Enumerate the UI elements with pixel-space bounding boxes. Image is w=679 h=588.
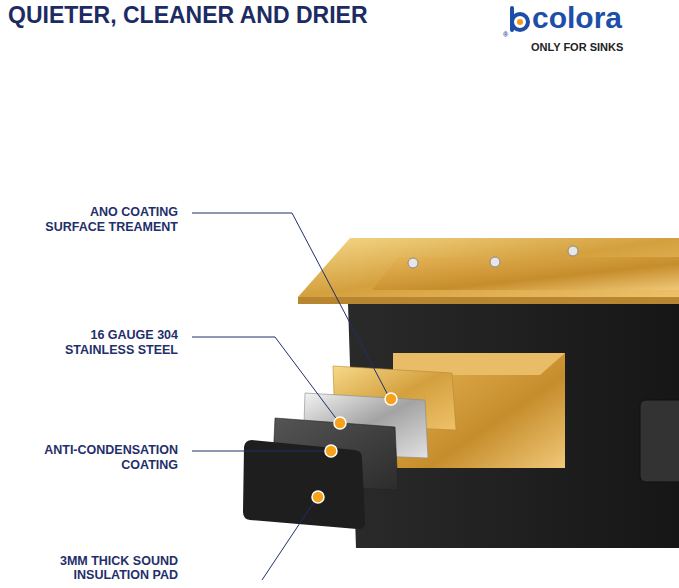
page-title: QUIETER, CLEANER AND DRIER [8,2,488,28]
layer-label: ANO COATINGSURFACE TREAMENT [8,205,178,235]
callout-dots [312,393,397,503]
registered-mark: ® [503,31,513,38]
brand-name: colora [532,1,652,34]
exploded-layers [243,366,456,529]
layer-label: 16 GAUGE 304STAINLESS STEEL [8,328,178,358]
layer-label: ANTI-CONDENSATIONCOATING [8,443,178,473]
layer-label: 3MM THICK SOUNDINSULATION PAD [8,554,178,583]
leader-lines [192,213,389,580]
logo-icon [512,8,528,30]
brand-tagline: ONLY FOR SINKS [531,41,671,54]
